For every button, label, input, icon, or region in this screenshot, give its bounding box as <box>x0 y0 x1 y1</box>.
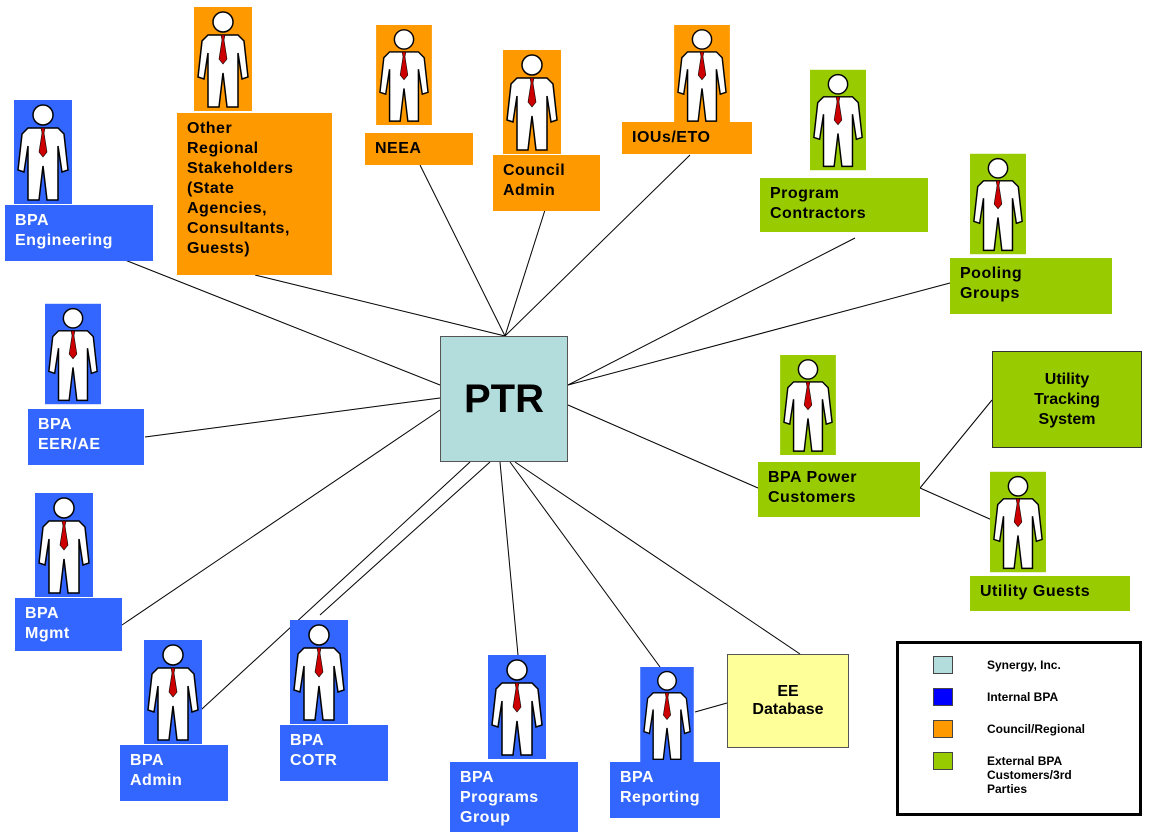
node-bpa-power-customers: BPA Power Customers <box>758 462 920 517</box>
line-pooling <box>567 282 951 386</box>
person-icon <box>376 25 432 125</box>
line-program-contractors <box>567 237 856 386</box>
node-neea: NEEA <box>365 133 473 165</box>
node-bpa-engineering: BPA Engineering <box>5 205 153 261</box>
legend-swatch <box>933 720 953 738</box>
line-neea <box>419 164 506 337</box>
line-power-customers <box>567 404 759 489</box>
person-icon <box>674 25 730 125</box>
line-eer <box>144 397 441 438</box>
person-icon <box>780 355 836 455</box>
node-bpa-cotr: BPA COTR <box>280 725 388 781</box>
person-icon <box>990 471 1046 573</box>
person-icon <box>290 620 348 724</box>
person-icon <box>144 640 202 744</box>
legend-label: Internal BPA <box>987 690 1059 704</box>
line-uts <box>919 399 993 489</box>
ee-database-box: EE Database <box>727 654 849 748</box>
node-council-admin: Council Admin <box>493 155 600 211</box>
person-icon <box>640 667 694 763</box>
legend: Synergy, Inc. Internal BPA Council/Regio… <box>896 641 1142 816</box>
node-ious-eto: IOUs/ETO <box>622 122 752 154</box>
legend-swatch <box>933 656 953 674</box>
node-bpa-mgmt: BPA Mgmt <box>15 598 122 651</box>
line-reporting <box>509 461 661 668</box>
node-utility-guests: Utility Guests <box>970 576 1130 611</box>
line-mgmt <box>121 409 441 626</box>
legend-label: Synergy, Inc. <box>987 658 1061 672</box>
person-icon <box>488 655 546 759</box>
line-ious <box>504 154 691 337</box>
node-bpa-programs-group: BPA Programs Group <box>450 762 578 832</box>
node-program-contractors: Program Contractors <box>760 178 928 232</box>
legend-label: Council/Regional <box>987 722 1086 736</box>
person-icon <box>810 69 866 171</box>
person-icon <box>194 7 252 111</box>
ptr-center-box: PTR <box>440 336 568 462</box>
person-icon <box>45 303 101 405</box>
line-database <box>514 461 801 655</box>
legend-swatch <box>933 688 953 706</box>
line-admin <box>189 461 471 721</box>
person-icon <box>14 100 72 204</box>
line-utility-guests <box>919 487 993 521</box>
line-programs <box>499 461 519 656</box>
line-engineering <box>124 259 441 386</box>
person-icon <box>503 50 561 154</box>
legend-label: External BPA Customers/3rd Parties <box>987 754 1072 796</box>
line-council-admin <box>504 209 546 337</box>
line-other-regional <box>254 274 506 337</box>
node-bpa-reporting: BPA Reporting <box>610 762 720 818</box>
line-db-reporting <box>694 702 728 713</box>
node-bpa-admin: BPA Admin <box>120 745 228 801</box>
person-icon <box>35 493 93 597</box>
person-icon <box>970 153 1026 255</box>
node-pooling-groups: Pooling Groups <box>950 258 1112 314</box>
utility-tracking-system-box: Utility Tracking System <box>992 351 1142 448</box>
node-bpa-eer-ae: BPA EER/AE <box>28 409 144 465</box>
line-cotr <box>319 461 491 616</box>
legend-swatch <box>933 752 953 770</box>
node-other-regional: Other Regional Stakeholders (State Agenc… <box>177 113 332 275</box>
